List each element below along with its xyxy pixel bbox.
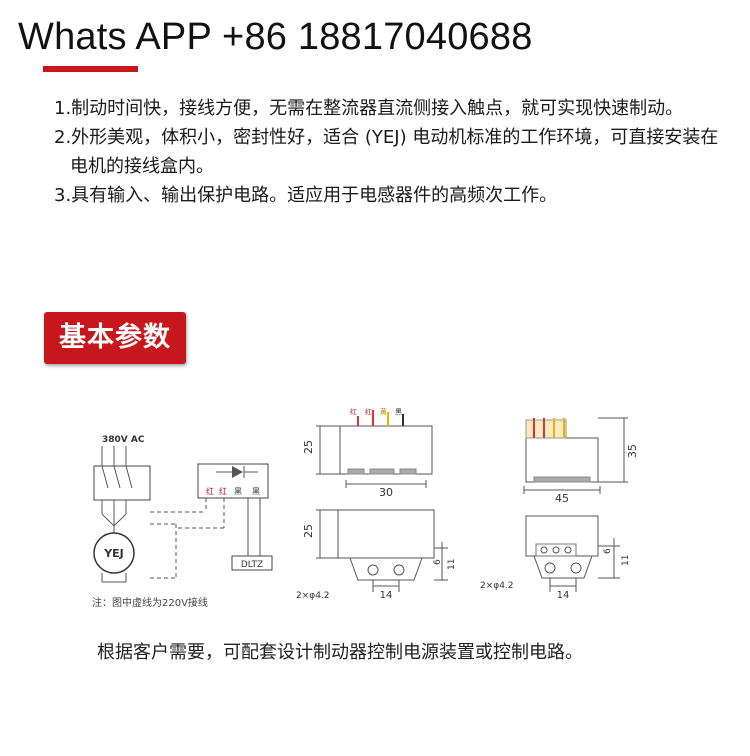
wiring-supply-label: 380V AC <box>102 435 145 445</box>
wiring-motor-label: YEJ <box>103 547 124 560</box>
feature-item-3: 3.具有输入、输出保护电路。适应用于电感器件的高频次工作。 <box>54 185 558 206</box>
wiring-terminal-2: 红 <box>219 486 227 496</box>
header-underline <box>43 66 138 72</box>
large-dim-b-label: 11 <box>621 555 631 566</box>
small-wire-label-3: 黄 <box>380 407 387 416</box>
small-height-label: 25 <box>302 440 315 454</box>
wiring-diagram <box>93 446 273 583</box>
small-width-label: 30 <box>379 486 393 499</box>
wiring-terminal-3: 黑 <box>234 487 242 496</box>
whatsapp-header: Whats APP +86 18817040688 <box>18 16 533 58</box>
feature-list: 1.制动时间快，接线方便，无需在整流器直流侧接入触点，就可实现快速制动。 2.外… <box>54 94 734 210</box>
small-hole-label: 2×φ4.2 <box>296 591 330 601</box>
large-pitch-label: 14 <box>557 590 570 601</box>
drawing-large-module <box>523 417 628 592</box>
small-dim-b-label: 11 <box>447 559 457 570</box>
small-wire-label-2: 红 <box>365 407 372 416</box>
small-height2-label: 25 <box>302 524 315 538</box>
wiring-terminal-1: 红 <box>206 486 214 496</box>
feature-item-1: 1.制动时间快，接线方便，无需在整流器直流侧接入触点，就可实现快速制动。 <box>54 98 684 119</box>
small-wire-label-4: 黑 <box>395 408 402 416</box>
small-pitch-label: 14 <box>380 590 393 601</box>
feature-item-2: 2.外形美观，体积小，密封性好，适合 (YEJ) 电动机标准的工作环境，可直接安… <box>54 127 719 177</box>
technical-diagrams: 380V AC YEJ 红 红 黑 黑 DLTZ 注：图中虚线为220V接线 红… <box>92 407 639 609</box>
large-width-label: 45 <box>555 492 569 505</box>
wiring-terminal-4: 黑 <box>252 487 260 496</box>
wiring-note: 注：图中虚线为220V接线 <box>92 596 208 609</box>
large-height-label: 35 <box>626 444 639 458</box>
drawing-small-module <box>316 410 448 592</box>
small-wire-label-1: 红 <box>350 407 357 416</box>
wiring-brake-label: DLTZ <box>241 560 263 570</box>
section-tag-basic-params: 基本参数 <box>44 312 186 364</box>
large-dim-a-label: 6 <box>603 548 613 554</box>
small-dim-a-label: 6 <box>433 559 443 565</box>
large-hole-label: 2×φ4.2 <box>480 581 514 591</box>
footer-note: 根据客户需要，可配套设计制动器控制电源装置或控制电路。 <box>97 642 583 663</box>
